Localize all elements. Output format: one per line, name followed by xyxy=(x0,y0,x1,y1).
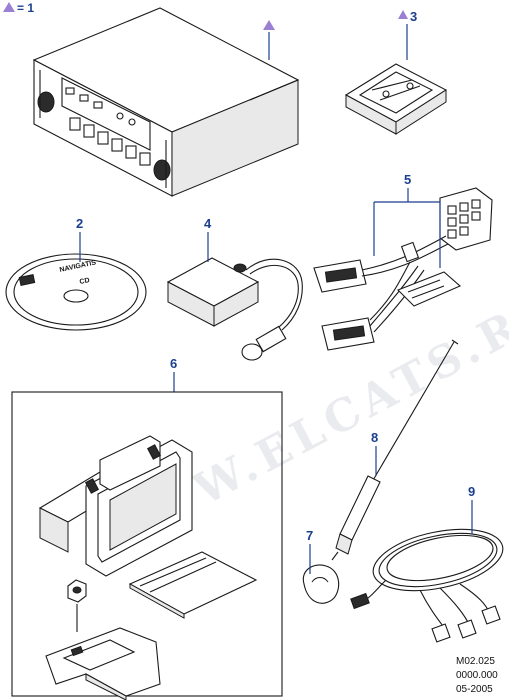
callout-6: 6 xyxy=(170,356,177,371)
part-radio-unit xyxy=(32,7,300,197)
part3-triangle-icon xyxy=(398,10,408,19)
callout-5: 5 xyxy=(404,172,411,187)
part-bracket-3 xyxy=(344,63,448,135)
part1-triangle-icon xyxy=(263,20,275,30)
legend-triangle-icon xyxy=(3,2,15,12)
callout-3: 3 xyxy=(410,9,417,24)
legend: = 1 xyxy=(3,1,34,15)
part-cd-disc: NAVIGATIS CD xyxy=(5,253,147,331)
part-mounting-kit xyxy=(38,435,258,700)
legend-text: = 1 xyxy=(17,1,34,15)
reference-line2: 0000.000 xyxy=(456,670,498,681)
part-pad xyxy=(302,564,340,604)
reference-line3: 05-2005 xyxy=(456,684,493,695)
callout-9: 9 xyxy=(468,484,475,499)
kit-box-outline xyxy=(11,391,283,697)
part-wiring-adaptor xyxy=(313,187,493,351)
callout-2: 2 xyxy=(76,216,83,231)
reference-line1: M02.025 xyxy=(456,656,495,667)
disc-label-line2: CD xyxy=(79,277,90,286)
part-gps-module xyxy=(166,257,303,361)
callout-7: 7 xyxy=(306,528,313,543)
reference-code: M02.025 0000.000 05-2005 xyxy=(456,656,498,695)
callout-4: 4 xyxy=(204,216,212,231)
part-cable-loom xyxy=(350,528,504,643)
callout-8: 8 xyxy=(371,430,378,445)
part-antenna-rod xyxy=(331,339,459,561)
